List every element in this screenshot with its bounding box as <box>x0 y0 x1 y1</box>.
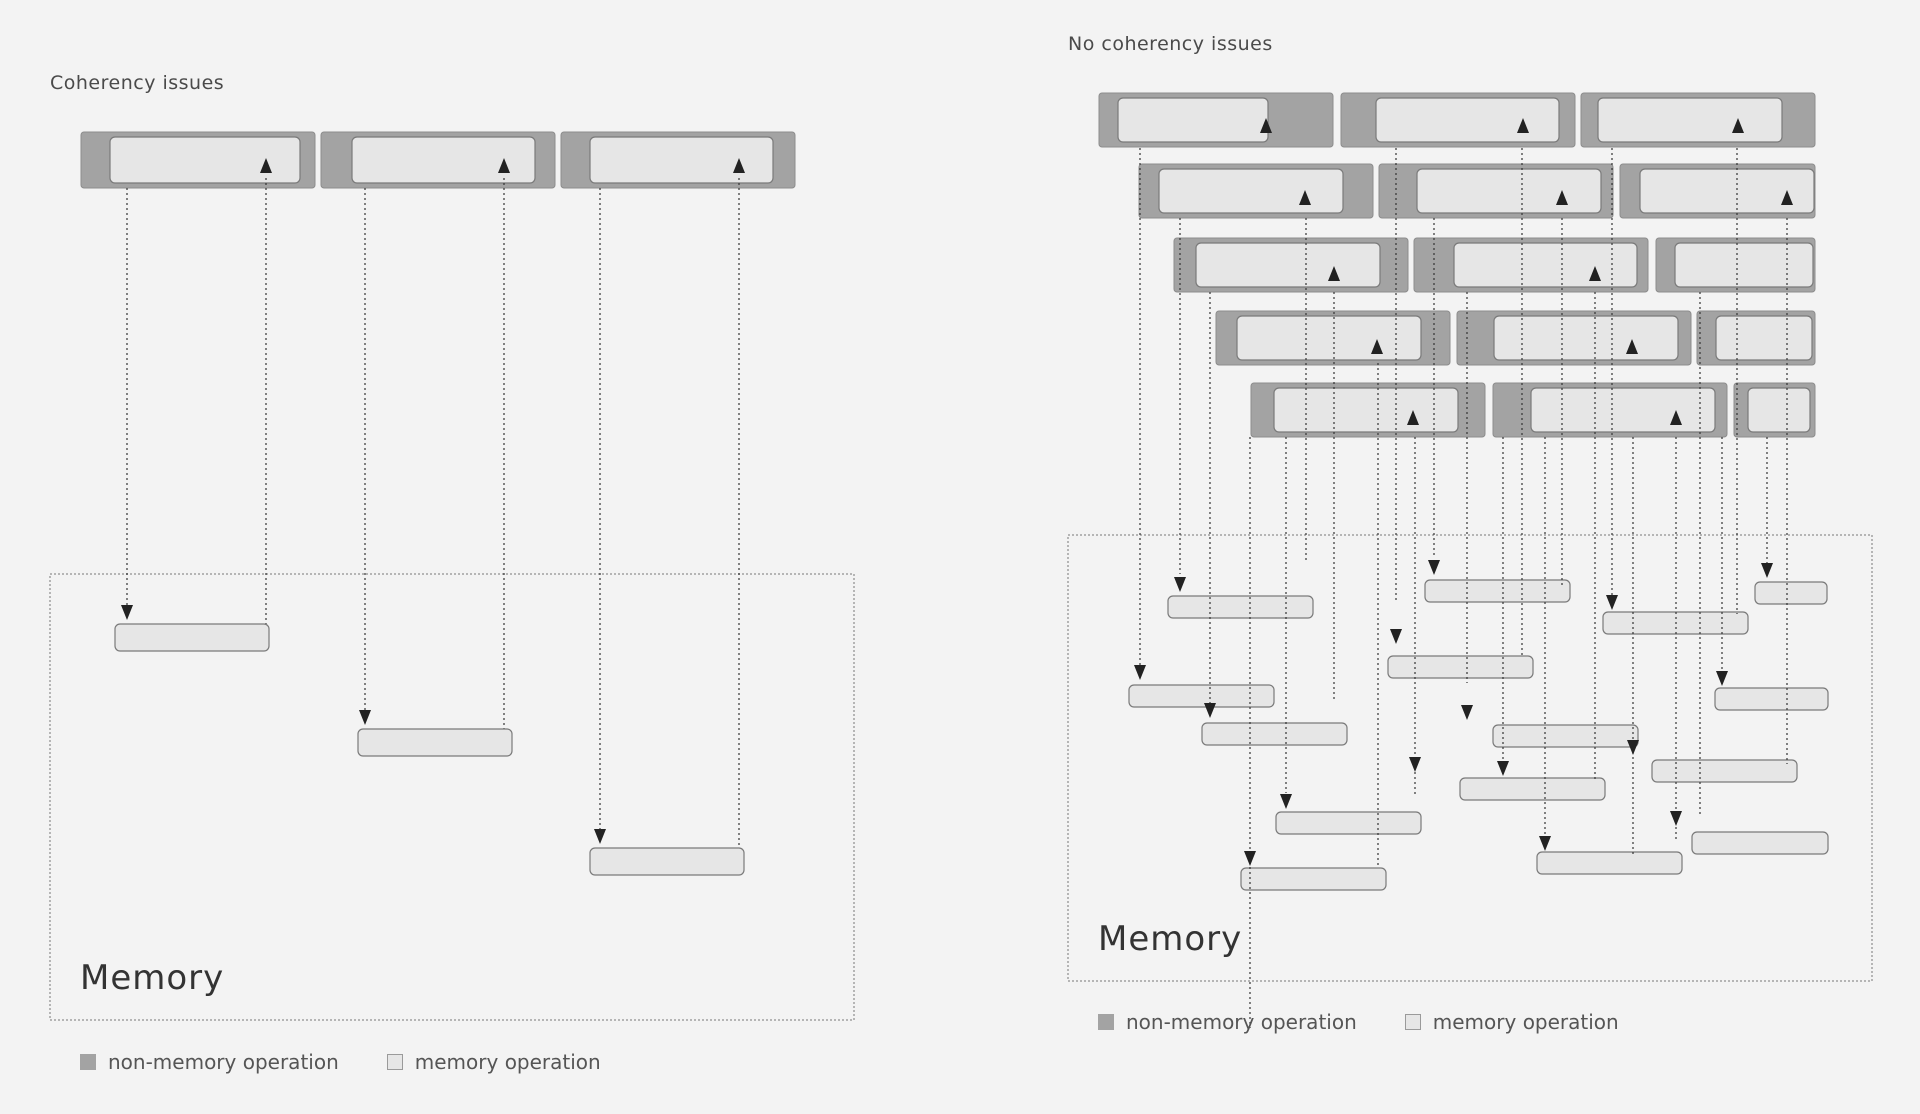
arrow-down <box>1539 836 1551 851</box>
memory-op-block <box>1128 684 1275 708</box>
thread-inner <box>109 136 301 184</box>
legend-label-memory: memory operation <box>1432 1010 1619 1034</box>
arrow-up <box>498 158 510 173</box>
memory-op-block <box>1424 579 1571 603</box>
thread-inner <box>1453 242 1638 288</box>
thread-inner <box>1530 387 1716 433</box>
memory-op-block <box>1201 722 1348 746</box>
non-memory-swatch <box>1098 1014 1114 1030</box>
memory-op-block <box>1754 581 1828 605</box>
memory-op-block <box>357 728 513 757</box>
arrow-down <box>1204 703 1216 718</box>
arrow-down <box>594 829 606 844</box>
left-legend: non-memory operation memory operation <box>80 1050 649 1074</box>
memory-op-block <box>1691 831 1829 855</box>
thread-inner <box>1715 315 1813 361</box>
legend-item-memory: memory operation <box>1404 1010 1619 1034</box>
thread-inner <box>1597 97 1783 143</box>
arrow-down <box>1497 761 1509 776</box>
arrow-down <box>1761 563 1773 578</box>
right-memory-label: Memory <box>1098 919 1243 959</box>
non-memory-swatch <box>80 1054 96 1070</box>
thread-inner <box>1674 242 1814 288</box>
memory-swatch <box>386 1054 403 1070</box>
arrow-up <box>1781 190 1793 205</box>
arrow-up <box>1328 266 1340 281</box>
memory-op-block <box>1651 759 1798 783</box>
memory-region <box>49 573 855 1021</box>
thread-inner <box>1117 97 1269 143</box>
memory-op-block <box>1536 851 1683 875</box>
memory-op-block <box>1240 867 1387 891</box>
arrow-down <box>1670 811 1682 826</box>
arrow-down <box>1716 671 1728 686</box>
arrow-down <box>1461 705 1473 720</box>
arrow-up <box>1556 190 1568 205</box>
thread-inner <box>1158 168 1344 214</box>
left-panel-title: Coherency issues <box>50 72 225 94</box>
arrow-down <box>1627 740 1639 755</box>
memory-region <box>1067 534 1873 982</box>
arrow-down <box>1244 851 1256 866</box>
arrow-up <box>1299 190 1311 205</box>
arrow-down <box>1428 560 1440 575</box>
arrow-up <box>733 158 745 173</box>
memory-op-block <box>1714 687 1829 711</box>
arrow-down <box>359 710 371 725</box>
arrow-up <box>1732 118 1744 133</box>
legend-item-non-memory: non-memory operation <box>80 1050 339 1074</box>
memory-op-block <box>1275 811 1422 835</box>
legend-label-non-memory: non-memory operation <box>1126 1010 1357 1034</box>
memory-op-block <box>1492 724 1639 748</box>
thread-inner <box>351 136 536 184</box>
thread-inner <box>589 136 774 184</box>
arrow-up <box>1371 339 1383 354</box>
thread-inner <box>1747 387 1811 433</box>
arrow-down <box>1280 794 1292 809</box>
memory-op-block <box>1167 595 1314 619</box>
arrow-up <box>1407 410 1419 425</box>
thread-inner <box>1273 387 1459 433</box>
thread-inner <box>1236 315 1422 361</box>
memory-op-block <box>589 847 745 876</box>
memory-swatch <box>1404 1014 1421 1030</box>
arrow-up <box>1589 266 1601 281</box>
right-legend: non-memory operation memory operation <box>1098 1010 1667 1034</box>
thread-inner <box>1375 97 1560 143</box>
legend-item-memory: memory operation <box>386 1050 601 1074</box>
arrow-down <box>1390 629 1402 644</box>
left-memory-label: Memory <box>80 958 225 998</box>
arrow-down <box>1409 757 1421 772</box>
memory-op-block <box>1459 777 1606 801</box>
memory-op-block <box>1387 655 1534 679</box>
arrow-down <box>1174 577 1186 592</box>
thread-inner <box>1639 168 1815 214</box>
arrow-down <box>1134 665 1146 680</box>
legend-item-non-memory: non-memory operation <box>1098 1010 1357 1034</box>
arrow-up <box>1626 339 1638 354</box>
memory-op-block <box>114 623 270 652</box>
right-panel-title: No coherency issues <box>1068 33 1273 55</box>
arrow-up <box>1670 410 1682 425</box>
arrow-up <box>260 158 272 173</box>
legend-label-memory: memory operation <box>414 1050 601 1074</box>
legend-label-non-memory: non-memory operation <box>108 1050 339 1074</box>
arrow-up <box>1260 118 1272 133</box>
arrow-down <box>1606 595 1618 610</box>
arrow-down <box>121 605 133 620</box>
arrow-up <box>1517 118 1529 133</box>
thread-inner <box>1416 168 1602 214</box>
thread-inner <box>1195 242 1381 288</box>
